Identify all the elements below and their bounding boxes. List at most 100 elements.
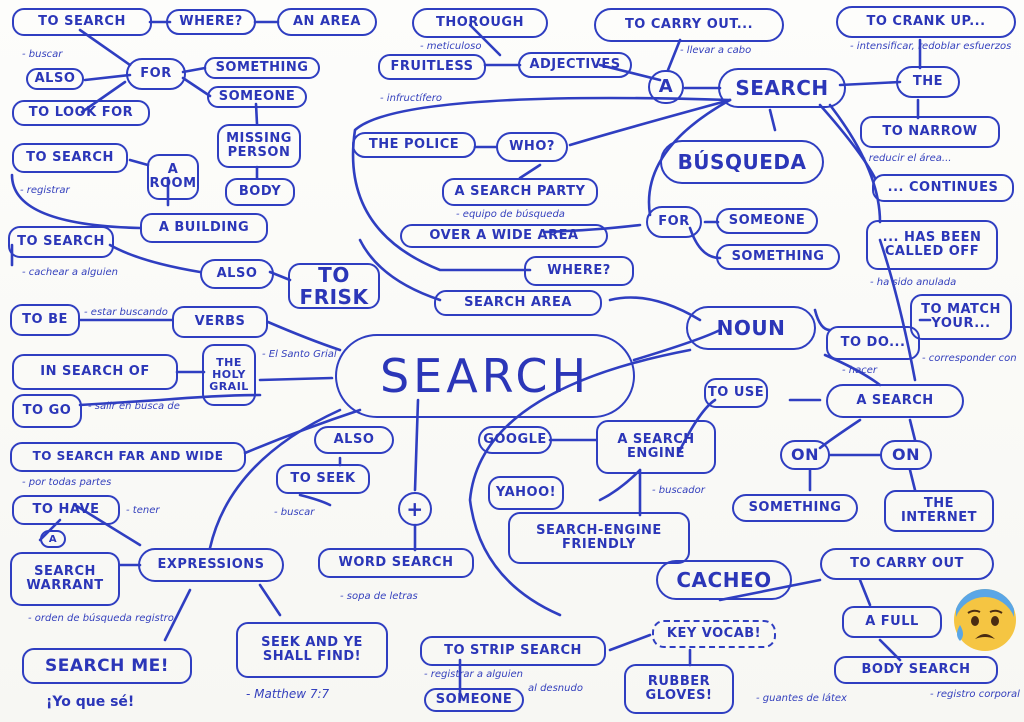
node-where[interactable]: WHERE? bbox=[166, 9, 256, 35]
node-missing-person[interactable]: MISSING PERSON bbox=[217, 124, 301, 168]
node-something[interactable]: SOMETHING bbox=[204, 57, 320, 79]
node-google[interactable]: GOOGLE bbox=[478, 426, 552, 454]
node-plus[interactable]: + bbox=[398, 492, 432, 526]
node-search-far-wide[interactable]: TO SEARCH FAR AND WIDE bbox=[10, 442, 246, 472]
node-the[interactable]: THE bbox=[896, 66, 960, 98]
note-registro-corporal: - registro corporal bbox=[930, 689, 1020, 700]
node-seek-and-find[interactable]: SEEK AND YE SHALL FIND! bbox=[236, 622, 388, 678]
note-buscador: - buscador bbox=[652, 485, 705, 496]
node-search-area[interactable]: SEARCH AREA bbox=[434, 290, 602, 316]
note-reducir: - reducir el área... bbox=[862, 153, 952, 164]
node-who[interactable]: WHO? bbox=[496, 132, 568, 162]
note-corresponder: - corresponder con bbox=[922, 353, 1017, 364]
note-por-todas: - por todas partes bbox=[22, 477, 112, 488]
note-matthew: - Matthew 7:7 bbox=[246, 687, 330, 701]
node-for-left[interactable]: FOR bbox=[126, 58, 186, 90]
node-a-top[interactable]: A bbox=[648, 70, 684, 104]
node-cacheo[interactable]: CACHEO bbox=[656, 560, 792, 600]
node-to-carry-out-top[interactable]: TO CARRY OUT... bbox=[594, 8, 784, 42]
node-the-internet[interactable]: THE INTERNET bbox=[884, 490, 994, 532]
node-called-off[interactable]: ... HAS BEEN CALLED OFF bbox=[866, 220, 998, 270]
note-buscar: - buscar bbox=[22, 49, 63, 60]
node-a-building[interactable]: A BUILDING bbox=[140, 213, 268, 243]
note-salir: - salir en busca de bbox=[88, 401, 180, 412]
node-word-search[interactable]: WORD SEARCH bbox=[318, 548, 474, 578]
note-equipo: - equipo de búsqueda bbox=[456, 209, 565, 220]
node-continues[interactable]: ... CONTINUES bbox=[872, 174, 1014, 202]
node-to-search-person[interactable]: TO SEARCH bbox=[8, 226, 114, 258]
node-busqueda[interactable]: BÚSQUEDA bbox=[660, 140, 824, 184]
node-thorough[interactable]: THOROUGH bbox=[412, 8, 548, 38]
note-intensificar: - intensificar, redoblar esfuerzos bbox=[850, 41, 1012, 52]
node-where-right[interactable]: WHERE? bbox=[524, 256, 634, 286]
node-to-narrow[interactable]: TO NARROW bbox=[860, 116, 1000, 148]
node-body-search[interactable]: BODY SEARCH bbox=[834, 656, 998, 684]
node-expressions[interactable]: EXPRESSIONS bbox=[138, 548, 284, 582]
node-to-frisk[interactable]: TO FRISK bbox=[288, 263, 380, 309]
node-fruitless[interactable]: FRUITLESS bbox=[378, 54, 486, 80]
node-adjectives[interactable]: ADJECTIVES bbox=[518, 52, 632, 78]
node-to-match[interactable]: TO MATCH YOUR... bbox=[910, 294, 1012, 340]
node-also-seek[interactable]: ALSO bbox=[314, 426, 394, 454]
node-to-use[interactable]: TO USE bbox=[704, 378, 768, 408]
note-registrar-alguien: - registrar a alguien bbox=[424, 669, 524, 680]
node-to-seek[interactable]: TO SEEK bbox=[276, 464, 370, 494]
central-topic-search[interactable]: SEARCH bbox=[335, 334, 635, 418]
node-to-search[interactable]: TO SEARCH bbox=[12, 8, 152, 36]
node-someone[interactable]: SOMEONE bbox=[207, 86, 307, 108]
node-to-crank-up[interactable]: TO CRANK UP... bbox=[836, 6, 1016, 38]
note-guantes: - guantes de látex bbox=[756, 693, 847, 704]
node-in-search-of[interactable]: IN SEARCH OF bbox=[12, 354, 178, 390]
node-body[interactable]: BODY bbox=[225, 178, 295, 206]
node-an-area[interactable]: AN AREA bbox=[277, 8, 377, 36]
node-search-warrant[interactable]: SEARCH WARRANT bbox=[10, 552, 120, 606]
node-to-go[interactable]: TO GO bbox=[12, 394, 82, 428]
note-tener: - tener bbox=[126, 505, 160, 516]
node-also-frisk[interactable]: ALSO bbox=[200, 259, 274, 289]
node-to-have[interactable]: TO HAVE bbox=[12, 495, 120, 525]
node-someone-right[interactable]: SOMEONE bbox=[716, 208, 818, 234]
node-search-me[interactable]: SEARCH ME! bbox=[22, 648, 192, 684]
note-sopa: - sopa de letras bbox=[340, 591, 418, 602]
note-estar-buscando: - estar buscando bbox=[84, 307, 168, 318]
node-noun[interactable]: NOUN bbox=[686, 306, 816, 350]
note-anulada: - ha sido anulada bbox=[870, 277, 957, 288]
footer-yo-que-se: ¡Yo que sé! bbox=[46, 694, 135, 710]
node-search-engine[interactable]: A SEARCH ENGINE bbox=[596, 420, 716, 474]
node-something-right[interactable]: SOMETHING bbox=[716, 244, 840, 270]
node-to-search-room[interactable]: TO SEARCH bbox=[12, 143, 128, 173]
node-strip-search[interactable]: TO STRIP SEARCH bbox=[420, 636, 606, 666]
node-yahoo[interactable]: YAHOO! bbox=[488, 476, 564, 510]
node-a-warrant[interactable]: A bbox=[40, 530, 66, 548]
node-carry-out-bottom[interactable]: TO CARRY OUT bbox=[820, 548, 994, 580]
note-infructifero: - infructífero bbox=[380, 93, 442, 104]
node-on-right[interactable]: ON bbox=[880, 440, 932, 470]
node-search-top[interactable]: SEARCH bbox=[718, 68, 846, 108]
anxious-face-with-sweat-icon bbox=[954, 588, 1016, 651]
note-hacer: - hacer bbox=[842, 365, 878, 376]
node-on-left[interactable]: ON bbox=[780, 440, 830, 470]
note-buscar-seek: - buscar bbox=[274, 507, 315, 518]
node-for-right[interactable]: FOR bbox=[646, 206, 702, 238]
node-a-room[interactable]: A ROOM bbox=[147, 154, 199, 200]
node-rubber-gloves[interactable]: RUBBER GLOVES! bbox=[624, 664, 734, 714]
node-also-1[interactable]: ALSO bbox=[26, 68, 84, 90]
node-key-vocab[interactable]: KEY VOCAB! bbox=[652, 620, 776, 648]
note-orden: - orden de búsqueda registro bbox=[28, 613, 174, 624]
node-wide-area[interactable]: OVER A WIDE AREA bbox=[400, 224, 608, 248]
note-cachear: - cachear a alguien bbox=[22, 267, 118, 278]
node-something-on[interactable]: SOMETHING bbox=[732, 494, 858, 522]
note-registrar: - registrar bbox=[20, 185, 70, 196]
node-to-do[interactable]: TO DO... bbox=[826, 326, 920, 360]
node-a-search[interactable]: A SEARCH bbox=[826, 384, 964, 418]
node-to-look-for[interactable]: TO LOOK FOR bbox=[12, 100, 150, 126]
node-the-police[interactable]: THE POLICE bbox=[352, 132, 476, 158]
node-to-be[interactable]: TO BE bbox=[10, 304, 80, 336]
node-someone-bottom[interactable]: SOMEONE bbox=[424, 688, 524, 712]
node-a-full[interactable]: A FULL bbox=[842, 606, 942, 638]
node-search-party[interactable]: A SEARCH PARTY bbox=[442, 178, 598, 206]
node-verbs[interactable]: VERBS bbox=[172, 306, 268, 338]
node-search-engine-friendly[interactable]: SEARCH-ENGINE FRIENDLY bbox=[508, 512, 690, 564]
node-holy-grail[interactable]: THE HOLY GRAIL bbox=[202, 344, 256, 406]
